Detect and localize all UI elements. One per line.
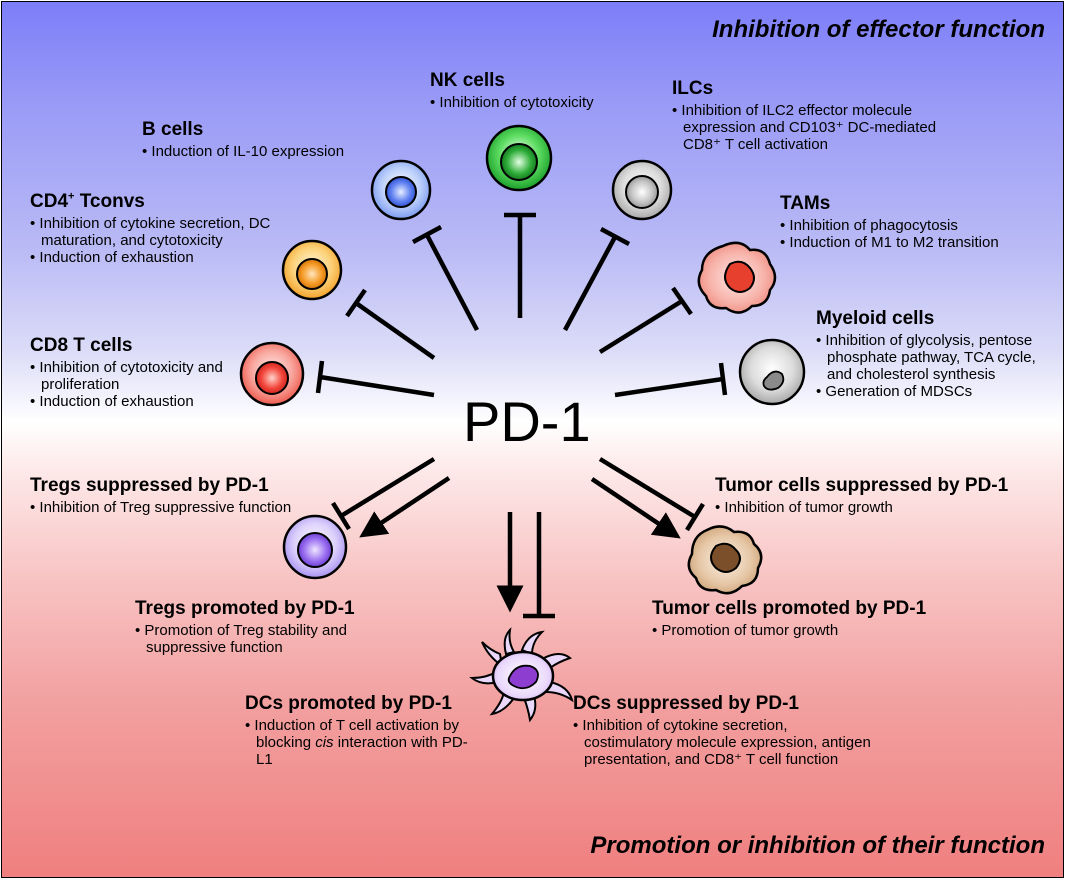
dcs-promoted-text-italic: cis [315,734,334,751]
inhibition-line-b [411,225,479,332]
nk-cell-icon [485,124,553,192]
b-cells-block: B cells Induction of IL-10 expression [142,119,392,160]
pd1-label: PD-1 [463,390,591,453]
tumor-promoted-block: Tumor cells promoted by PD-1 Promotion o… [652,598,992,639]
b-cells-bullet: Induction of IL-10 expression [142,143,392,160]
promotion-arrow-treg [359,476,451,538]
inhibition-line-myeloid [614,362,728,398]
nk-cells-block: NK cells Inhibition of cytotoxicity [430,70,650,111]
tams-bullet: Induction of M1 to M2 transition [780,234,1050,251]
myeloid-cells-block: Myeloid cells Inhibition of glycolysis, … [816,308,1046,400]
cd4-tconvs-block: CD4+ Tconvs Inhibition of cytokine secre… [30,191,280,266]
cd4-tconv-cell-icon [281,239,343,301]
dcs-suppressed-bullet: Inhibition of cytokine secretion, costim… [573,717,873,768]
tregs-suppressed-bullet: Inhibition of Treg suppressive function [30,499,360,516]
tumor-suppressed-title: Tumor cells suppressed by PD-1 [715,475,1009,496]
cd8-t-cells-bullet: Inhibition of cytotoxicity and prolifera… [30,359,235,393]
inhibition-line-cd4 [345,288,436,360]
tregs-promoted-block: Tregs promoted by PD-1 Promotion of Treg… [135,598,415,656]
tams-block: TAMs Inhibition of phagocytosis Inductio… [780,193,1050,251]
cd8-t-cells-title: CD8 T cells [30,335,133,356]
b-cell-icon [370,159,432,221]
cd8-t-cells-block: CD8 T cells Inhibition of cytotoxicity a… [30,335,235,410]
inhibition-line-nk [504,212,536,318]
tregs-suppressed-title: Tregs suppressed by PD-1 [30,475,269,496]
dcs-suppressed-title: DCs suppressed by PD-1 [573,693,799,714]
myeloid-cells-title: Myeloid cells [816,308,935,329]
dcs-promoted-title: DCs promoted by PD-1 [245,693,452,714]
inhibition-line-cd8 [315,360,435,398]
myeloid-cells-bullet: Inhibition of glycolysis, pentose phosph… [816,332,1046,383]
inhibition-line-dc [523,512,555,619]
header-title: Inhibition of effector function [712,16,1045,43]
ilcs-block: ILCs Inhibition of ILC2 effector molecul… [672,78,972,153]
promotion-arrow-tumor [590,477,681,539]
cd4-title-sup: + [68,190,75,203]
inhibition-line-ilc [563,227,631,332]
myeloid-cell-icon [738,338,806,406]
cd8-t-cells-bullet: Induction of exhaustion [30,393,235,410]
ilcs-title: ILCs [672,78,714,99]
tams-title: TAMs [780,193,831,214]
cd4-tconvs-title: CD4+ Tconvs [30,191,280,213]
inhibition-line-tumor [598,457,705,532]
inhibition-line-tam [598,286,693,354]
tregs-promoted-bullet: Promotion of Treg stability and suppress… [135,622,415,656]
dcs-promoted-text-a: Induction of T cell activation by blocki… [254,717,459,751]
nk-cells-bullet: Inhibition of cytotoxicity [430,94,650,111]
footer-title: Promotion or inhibition of their functio… [590,832,1045,859]
tumor-cell-icon [687,525,763,595]
dcs-suppressed-block: DCs suppressed by PD-1 Inhibition of cyt… [573,693,873,768]
tumor-promoted-bullet: Promotion of tumor growth [652,622,992,639]
ilcs-bullet: Inhibition of ILC2 effector molecule exp… [672,102,972,153]
tam-cell-icon [697,241,777,314]
tregs-suppressed-block: Tregs suppressed by PD-1 Inhibition of T… [30,475,360,516]
nk-cells-title: NK cells [430,70,505,91]
cd4-tconvs-bullet: Induction of exhaustion [30,249,280,266]
dcs-promoted-text-b: interaction with PD-L1 [256,734,468,768]
tams-bullet: Inhibition of phagocytosis [780,217,1050,234]
cd4-title-rest: Tconvs [74,191,145,212]
treg-cell-icon [282,514,348,580]
dcs-promoted-block: DCs promoted by PD-1 Induction of T cell… [245,693,470,768]
cd4-tconvs-bullet: Inhibition of cytokine secretion, DC mat… [30,215,280,249]
tumor-suppressed-block: Tumor cells suppressed by PD-1 Inhibitio… [715,475,1055,516]
dendritic-cell-icon [469,627,574,723]
tumor-suppressed-bullet: Inhibition of tumor growth [715,499,1055,516]
b-cells-title: B cells [142,119,204,140]
tregs-promoted-title: Tregs promoted by PD-1 [135,598,355,619]
cd4-title-main: CD4 [30,191,69,212]
myeloid-cells-bullet: Generation of MDSCs [816,383,1046,400]
cd8-t-cell-icon [239,341,305,407]
ilc-cell-icon [611,159,673,221]
tumor-promoted-title: Tumor cells promoted by PD-1 [652,598,927,619]
dcs-promoted-bullet: Induction of T cell activation by blocki… [245,717,470,768]
